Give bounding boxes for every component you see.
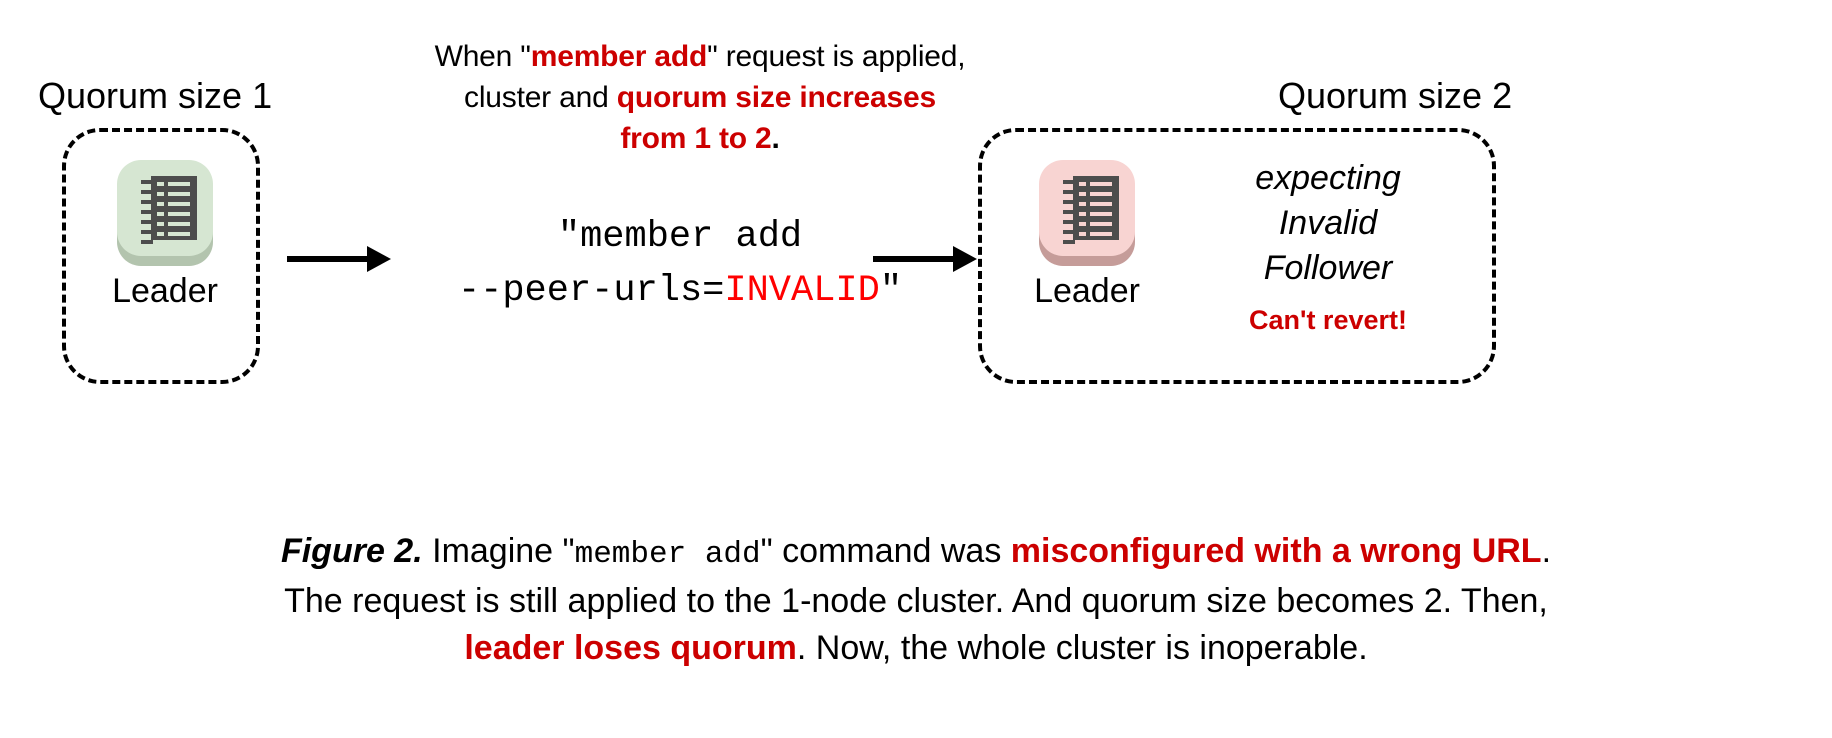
caption-command-token: member add [574, 537, 761, 572]
left-cluster-box: Leader [62, 128, 260, 384]
arrow-shaft [287, 256, 369, 262]
command-line2-prefix: --peer-urls= [457, 270, 725, 312]
top-note-line-2: cluster and quorum size increases [380, 77, 1020, 118]
right-node-label: Leader [1034, 272, 1140, 310]
top-note-line2-highlight: quorum size increases [616, 81, 936, 114]
command-invalid-token: INVALID [724, 270, 880, 312]
caption-seg-3: . [1541, 532, 1552, 570]
caption-highlight-1: misconfigured with a wrong URL [1010, 532, 1542, 570]
caption-seg-2: " command was [760, 532, 1011, 570]
command-text: "member add --peer-urls=INVALID" [390, 210, 970, 318]
figure-caption: Figure 2. Imagine "member add" command w… [46, 528, 1786, 672]
caption-highlight-2: leader loses quorum [464, 629, 797, 667]
top-note-line-3: from 1 to 2. [380, 118, 1020, 159]
caption-line-3: leader loses quorum. Now, the whole clus… [46, 625, 1786, 672]
status-line-2: Invalid [1278, 204, 1378, 242]
caption-line-2: The request is still applied to the 1-no… [284, 582, 1548, 620]
top-note-line1-prefix: When " [434, 40, 531, 73]
left-leader-node: Leader [90, 156, 240, 310]
right-cluster-box: Leader expecting Invalid Follower Can't … [978, 128, 1496, 384]
top-annotation-note: When "member add" request is applied, cl… [380, 36, 1020, 159]
caption-line-1: Figure 2. Imagine "member add" command w… [46, 528, 1786, 578]
top-note-line-1: When "member add" request is applied, [380, 36, 1020, 77]
top-note-line1-suffix: " request is applied, [707, 40, 966, 73]
cant-revert-warning: Can't revert! [1249, 305, 1407, 335]
server-rack-icon [113, 156, 217, 268]
command-line2-suffix: " [879, 270, 903, 312]
caption-seg-5: . Now, the whole cluster is inoperable. [796, 629, 1368, 667]
top-note-line3-highlight: from 1 to 2 [620, 122, 772, 155]
rack-body [1073, 176, 1119, 240]
icon-tile [1039, 160, 1135, 256]
caption-seg-1: Imagine " [422, 532, 575, 570]
top-note-line1-highlight: member add [530, 40, 708, 73]
arrow-shaft [873, 256, 955, 262]
server-rack-icon [1035, 156, 1139, 268]
left-node-label: Leader [112, 272, 218, 310]
command-line-2: --peer-urls=INVALID" [390, 264, 970, 318]
right-cluster-title: Quorum size 2 [1278, 75, 1513, 116]
status-line-3: Follower [1263, 249, 1393, 287]
arrow-head-icon [953, 246, 977, 272]
icon-tile [117, 160, 213, 256]
right-leader-node: Leader [1012, 156, 1162, 310]
command-line-1: "member add [557, 216, 803, 258]
right-cluster-status: expecting Invalid Follower Can't revert! [1168, 156, 1488, 335]
left-cluster-title: Quorum size 1 [38, 75, 273, 116]
figure-label: Figure 2. [280, 532, 423, 570]
top-note-line3-suffix: . [771, 122, 780, 155]
rack-body [151, 176, 197, 240]
top-note-line2-prefix: cluster and [464, 81, 617, 114]
arrow-head-icon [367, 246, 391, 272]
status-line-1: expecting [1255, 159, 1401, 197]
